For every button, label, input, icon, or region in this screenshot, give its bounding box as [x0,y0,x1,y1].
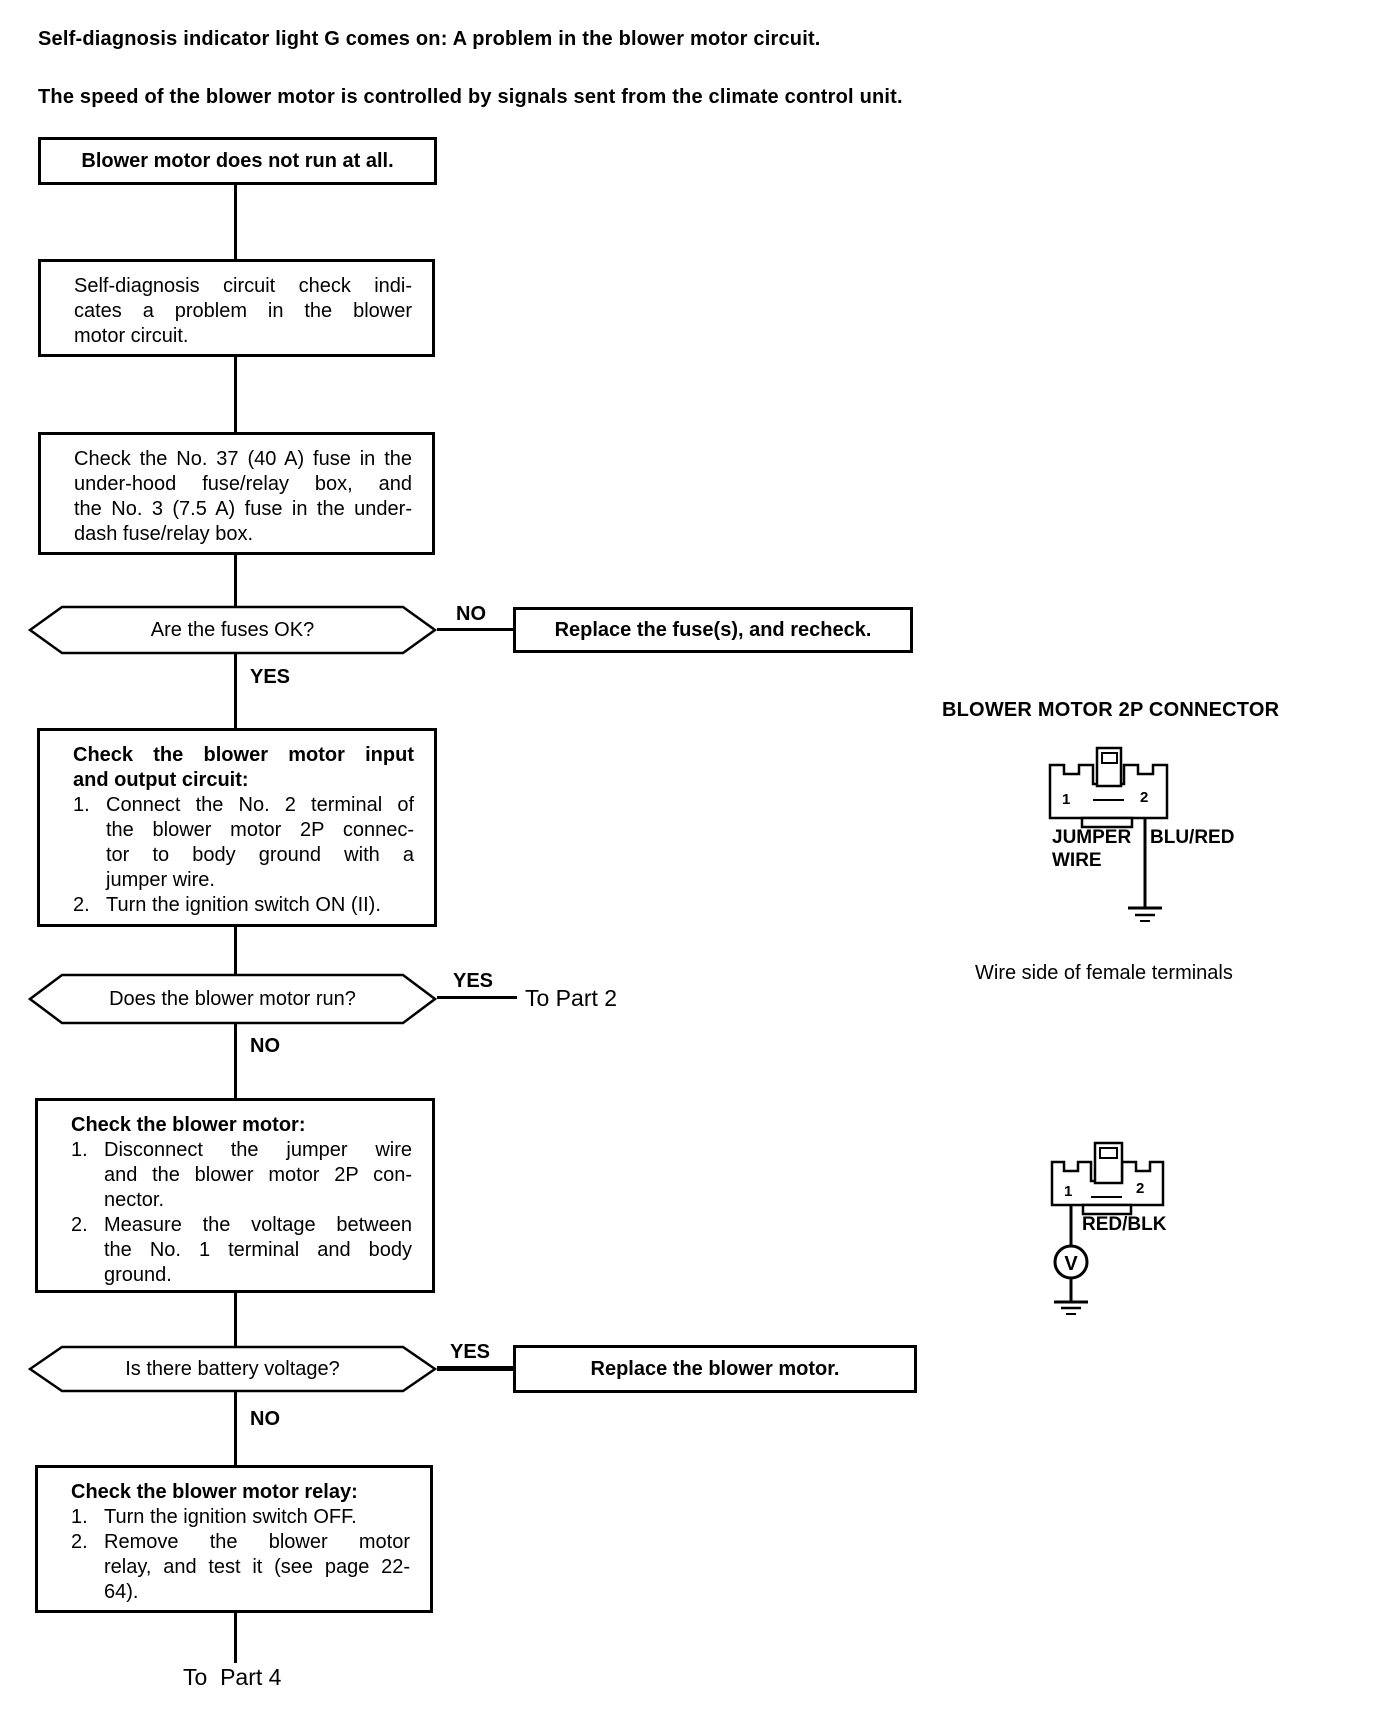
decision-question: Are the fuses OK? [150,618,315,641]
hexagon-outline [28,605,437,655]
decision-are-fuses-ok: Are the fuses OK? [28,605,437,655]
decision-blower-motor-run: Does the blower motor run? [28,973,437,1025]
terminal-2-label: 2 [1136,1180,1144,1197]
flow-line [234,553,237,607]
yes-label: YES [453,970,494,992]
flow-line [234,925,237,975]
wire-side-caption: Wire side of female terminals [975,962,1233,984]
yes-label: YES [250,666,291,688]
intro-line-1: Self-diagnosis indicator light G comes o… [38,28,821,50]
terminal-2-label: 2 [1140,789,1148,806]
flow-line [234,653,237,730]
red-blk-wire-label: RED/BLK [1082,1214,1167,1235]
hexagon-outline [28,973,437,1025]
decision-battery-voltage: Is there battery voltage? [28,1345,437,1393]
latch-detail [1101,752,1118,764]
connector-body [1048,763,1169,820]
to-part-4-label: To Part 4 [183,1664,282,1690]
check-blower-motor-box: Check the blower motor:1.Disconnect the … [35,1098,435,1293]
connector-tab [1081,1203,1133,1216]
flow-line [234,1291,237,1347]
blower-motor-2p-connector-diagram: 1 2 [1048,746,1169,922]
flow-line [234,184,237,261]
ground-icon [1054,1300,1088,1315]
ground-icon [1128,906,1162,922]
flow-line [234,1391,237,1467]
connector-diagram-title: BLOWER MOTOR 2P CONNECTOR [942,699,1280,721]
flow-line [234,1023,237,1100]
replace-fuses-box: Replace the fuse(s), and recheck. [513,607,913,653]
blower-motor-2p-connector-voltage-diagram: 1 2 V [1050,1141,1165,1315]
no-label: NO [250,1408,280,1430]
flow-line [437,628,513,631]
voltmeter-icon: V [1053,1244,1089,1280]
start-box: Blower motor does not run at all. [38,137,437,185]
blu-red-wire-label: BLU/RED [1150,827,1235,848]
to-part-2-label: To Part 2 [525,985,618,1011]
check-relay-box: Check the blower motor relay:1.Turn the … [35,1465,433,1613]
hexagon-outline [28,1345,437,1393]
connector-tab [1080,816,1134,829]
jumper-wire-label: JUMPER WIRE [1052,827,1132,871]
flow-line [437,996,517,999]
flow-line [234,1611,237,1663]
intro-line-2: The speed of the blower motor is control… [38,86,903,108]
terminal-1-label: 1 [1064,1183,1072,1200]
flow-line [437,1366,513,1371]
flow-line [234,355,237,434]
svg-text:V: V [1064,1253,1078,1275]
decision-question: Does the blower motor run? [109,987,356,1010]
no-label: NO [456,603,486,625]
self-diagnosis-box: Self-diagnosis circuit check indi-cates … [38,259,435,357]
decision-question: Is there battery voltage? [125,1357,340,1380]
latch-detail [1099,1147,1118,1159]
terminal-1-label: 1 [1062,791,1070,808]
replace-blower-motor-box: Replace the blower motor. [513,1345,917,1393]
yes-label: YES [450,1341,491,1363]
no-label: NO [250,1035,280,1057]
